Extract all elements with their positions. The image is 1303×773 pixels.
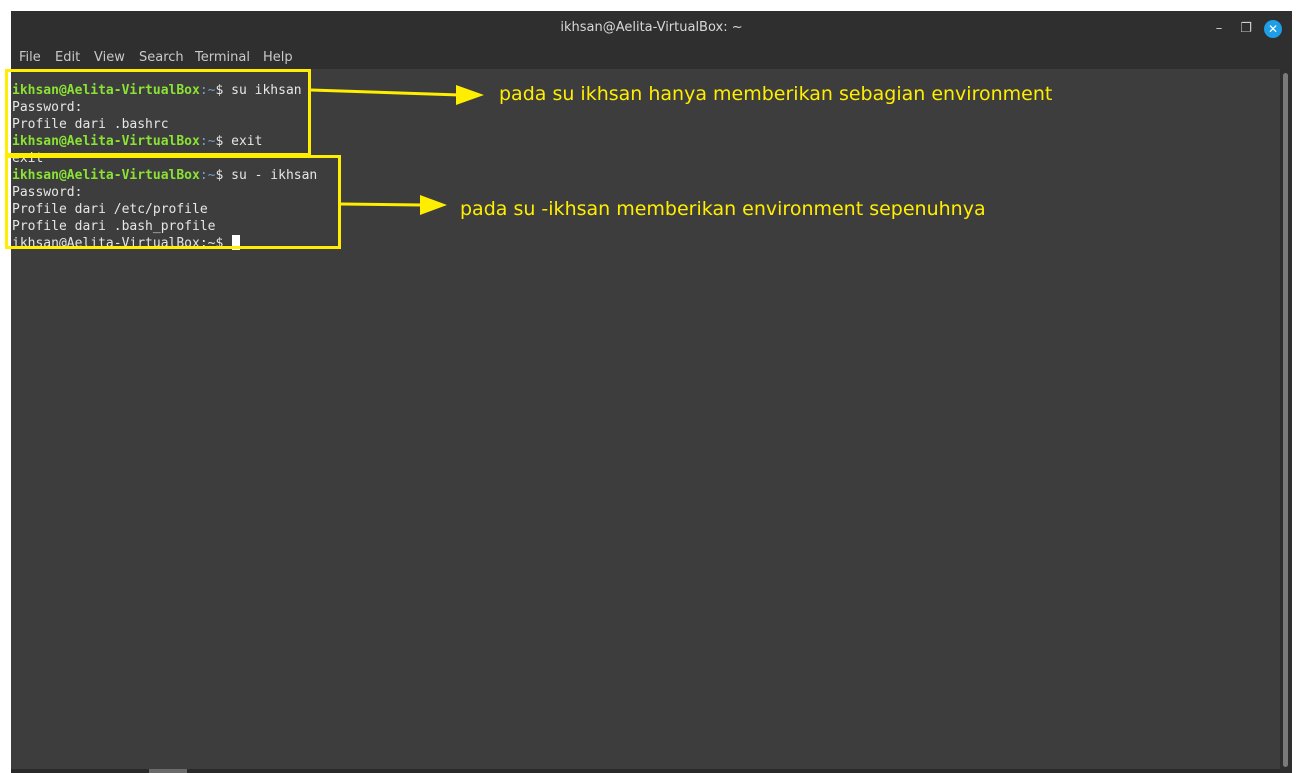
terminal-line: Password: — [12, 185, 83, 200]
menu-terminal[interactable]: Terminal — [195, 50, 250, 65]
maximize-icon[interactable]: ❐ — [1240, 21, 1252, 36]
menu-help[interactable]: Help — [263, 50, 293, 65]
terminal-line: ikhsan@Aelita-VirtualBox:~$ su ikhsan — [12, 82, 302, 99]
window-title: ikhsan@Aelita-VirtualBox: ~ — [560, 20, 743, 35]
command-text: exit — [231, 134, 263, 149]
highlight-box-second — [5, 155, 341, 249]
terminal-line: ikhsan@Aelita-VirtualBox:~$ su - ikhsan — [12, 167, 317, 184]
menu-search[interactable]: Search — [139, 50, 184, 65]
prompt-path: :~ — [199, 134, 216, 149]
title-bar[interactable]: ikhsan@Aelita-VirtualBox: ~ – ❐ ✕ — [11, 11, 1292, 47]
prompt-user: ikhsan@Aelita-VirtualBox — [12, 134, 200, 149]
terminal-area[interactable]: ikhsan@Aelita-VirtualBox:~$ su ikhsan Pa… — [11, 69, 1280, 773]
terminal-line: Profile dari .bashrc — [12, 117, 169, 132]
prompt-path: :~ — [199, 83, 216, 98]
menu-file[interactable]: File — [19, 50, 41, 65]
highlight-box-first — [5, 69, 311, 156]
annotation-text-first: pada su ikhsan hanya memberikan sebagian… — [499, 83, 1053, 105]
annotation-text-second: pada su -ikhsan memberikan environment s… — [460, 198, 986, 220]
vertical-scrollbar[interactable] — [1280, 69, 1292, 773]
command-text: su - ikhsan — [231, 168, 318, 183]
text-cursor — [232, 235, 241, 250]
command-text: su ikhsan — [231, 83, 302, 98]
terminal-line: Profile dari /etc/profile — [12, 202, 208, 217]
scrollbar-thumb[interactable] — [1283, 73, 1288, 767]
close-icon[interactable]: ✕ — [1264, 20, 1282, 38]
horizontal-scrollbar[interactable] — [11, 769, 1280, 773]
menu-bar: File Edit View Search Terminal Help — [11, 47, 1292, 69]
prompt-dollar: $ — [215, 168, 232, 183]
prompt-dollar: $ — [215, 134, 232, 149]
prompt-user: ikhsan@Aelita-VirtualBox — [12, 168, 200, 183]
minimize-icon[interactable]: – — [1215, 21, 1223, 36]
horizontal-scrollbar-thumb[interactable] — [149, 769, 187, 773]
prompt-path: :~ — [199, 168, 216, 183]
prompt-user: ikhsan@Aelita-VirtualBox — [12, 83, 200, 98]
terminal-window: ikhsan@Aelita-VirtualBox: ~ – ❐ ✕ File E… — [11, 11, 1292, 773]
terminal-line: Profile dari .bash_profile — [12, 219, 216, 234]
menu-view[interactable]: View — [94, 50, 125, 65]
terminal-line: ikhsan@Aelita-VirtualBox:~$ exit — [12, 133, 262, 150]
terminal-line: Password: — [12, 100, 83, 115]
menu-edit[interactable]: Edit — [55, 50, 81, 65]
prompt-dollar: $ — [215, 83, 232, 98]
